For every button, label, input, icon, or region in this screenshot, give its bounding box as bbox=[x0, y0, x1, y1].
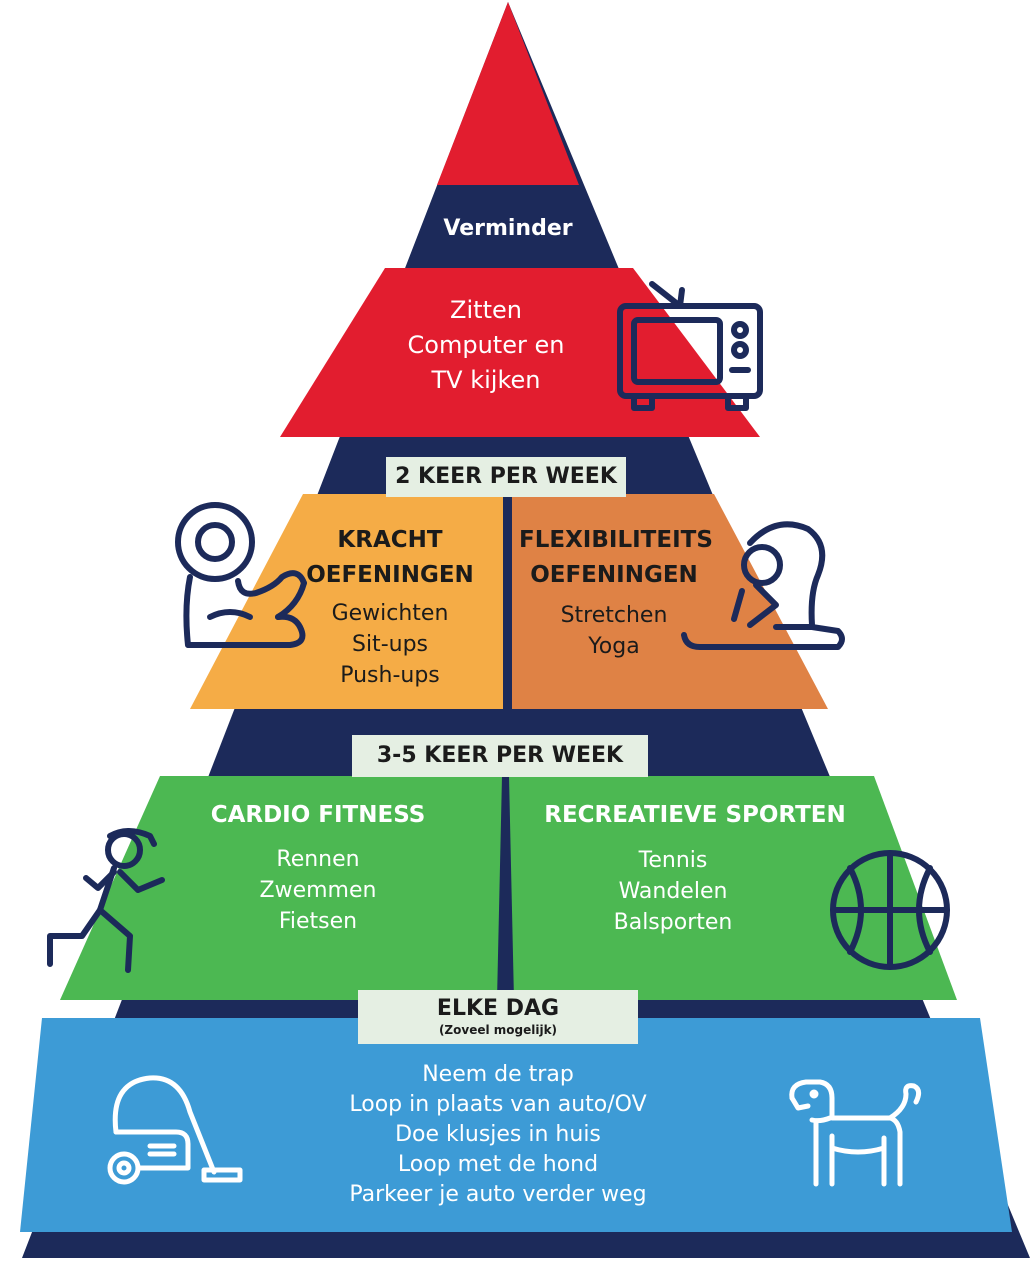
daily-items: Neem de trap Loop in plaats van auto/OV … bbox=[318, 1060, 678, 1210]
dog-icon bbox=[789, 1079, 922, 1187]
flexibility-items: Stretchen Yoga bbox=[519, 600, 709, 662]
band-daily-label: ELKE DAG bbox=[436, 995, 560, 1021]
cardio-item: Zwemmen bbox=[259, 878, 377, 903]
band-three-five-weekly-label: 3-5 KEER PER WEEK bbox=[376, 743, 624, 768]
strength-title-line: OEFENINGEN bbox=[306, 562, 474, 588]
strength-item: Push-ups bbox=[340, 663, 440, 688]
band-twice-weekly-label: 2 KEER PER WEEK bbox=[395, 464, 617, 489]
recreational-item: Wandelen bbox=[618, 879, 728, 904]
strength-title-line: KRACHT bbox=[337, 527, 443, 553]
reduce-label: Verminder bbox=[443, 216, 573, 241]
strength-item: Gewichten bbox=[331, 601, 449, 626]
tier-cardio-green bbox=[60, 776, 502, 1000]
strength-title: KRACHT OEFENINGEN bbox=[290, 523, 490, 593]
flexibility-title-line: OEFENINGEN bbox=[530, 562, 698, 588]
daily-item: Neem de trap bbox=[422, 1062, 574, 1087]
daily-item: Doe klusjes in huis bbox=[395, 1122, 601, 1147]
tier-peak-red bbox=[437, 2, 579, 185]
band-daily: ELKE DAG (Zoveel mogelijk) bbox=[358, 990, 638, 1044]
strength-item: Sit-ups bbox=[351, 632, 428, 657]
sitting-text: Zitten Computer en TV kijken bbox=[386, 293, 586, 398]
band-three-five-weekly: 3-5 KEER PER WEEK bbox=[352, 735, 648, 777]
sitting-line: Zitten bbox=[450, 296, 522, 324]
recreational-items: Tennis Wandelen Balsporten bbox=[575, 845, 771, 938]
runner-icon bbox=[47, 828, 165, 973]
sitting-line: Computer en bbox=[407, 331, 565, 359]
recreational-item: Tennis bbox=[638, 848, 708, 873]
tier-flexibility-orange bbox=[512, 494, 828, 709]
flexibility-item: Stretchen bbox=[560, 603, 668, 628]
recreational-title: RECREATIEVE SPORTEN bbox=[544, 802, 846, 828]
tv-icon bbox=[617, 281, 763, 411]
band-twice-weekly: 2 KEER PER WEEK bbox=[386, 457, 626, 497]
cardio-title: CARDIO FITNESS bbox=[210, 802, 426, 828]
tier-daily-blue bbox=[20, 1018, 1012, 1232]
daily-item: Loop met de hond bbox=[397, 1152, 599, 1177]
flexed-arm-weight-icon bbox=[175, 502, 307, 648]
band-daily-sublabel: (Zoveel mogelijk) bbox=[438, 1022, 558, 1037]
flexibility-title: FLEXIBILITEITS OEFENINGEN bbox=[519, 523, 713, 593]
recreational-item: Balsporten bbox=[613, 910, 733, 935]
basketball-icon bbox=[830, 850, 950, 970]
cardio-items: Rennen Zwemmen Fietsen bbox=[218, 844, 418, 937]
cardio-item: Fietsen bbox=[278, 909, 358, 934]
sitting-line: TV kijken bbox=[431, 366, 541, 394]
daily-item: Parkeer je auto verder weg bbox=[349, 1182, 647, 1207]
cardio-item: Rennen bbox=[276, 847, 360, 872]
tier-strength-orange bbox=[190, 494, 503, 709]
flexibility-item: Yoga bbox=[588, 634, 640, 659]
daily-item: Loop in plaats van auto/OV bbox=[349, 1092, 647, 1117]
stretching-person-icon bbox=[681, 521, 845, 650]
flexibility-title-line: FLEXIBILITEITS bbox=[519, 527, 713, 553]
vacuum-cleaner-icon bbox=[107, 1075, 243, 1185]
strength-items: Gewichten Sit-ups Push-ups bbox=[290, 598, 490, 691]
